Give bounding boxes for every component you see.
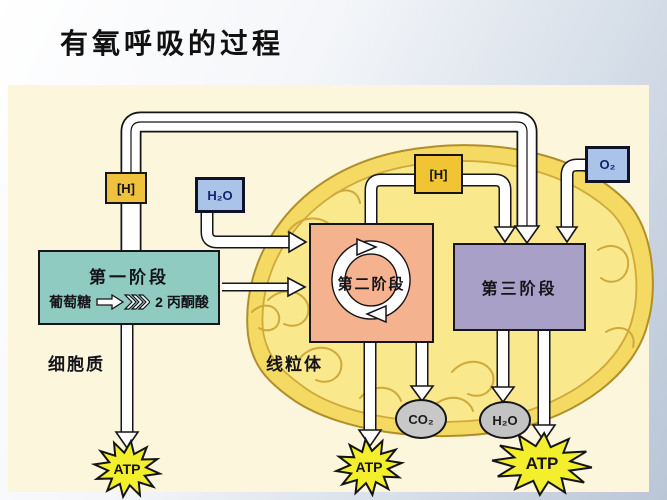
atp-left-label: ATP xyxy=(113,461,141,477)
h-box-right: [H] xyxy=(414,154,463,194)
arrowhead-into-stage3-left xyxy=(493,226,517,244)
pipe-stage2-to-co2 xyxy=(409,343,435,403)
atp-middle-starburst xyxy=(333,435,405,499)
atp-right-label: ATP xyxy=(525,454,559,473)
co2-ellipse: CO₂ xyxy=(395,399,447,439)
stage2-label: 第二阶段 xyxy=(337,275,406,293)
h2o-output-ellipse: H₂O xyxy=(479,401,531,439)
cycle-arrows-icon xyxy=(331,237,411,324)
arrowhead-into-stage2-upper xyxy=(288,230,308,254)
reaction-arrow-icon xyxy=(96,294,151,310)
stage1-box: 第一阶段 葡萄糖 2 丙酮酸 xyxy=(38,250,220,325)
arrow-stage1-to-stage2 xyxy=(222,276,307,298)
arrowhead-into-atp-left xyxy=(114,431,140,450)
pipe-h2o-to-stage2 xyxy=(200,212,308,254)
atp-right-starburst xyxy=(490,430,594,499)
page-title: 有氧呼吸的过程 xyxy=(60,29,285,60)
pipe-h-stage1-to-stage3 xyxy=(120,111,541,250)
stage1-reactant: 葡萄糖 xyxy=(49,294,92,310)
arrowhead-into-atp-middle xyxy=(357,429,383,448)
arrowhead-into-stage3-right xyxy=(555,226,579,244)
stage1-reaction: 葡萄糖 2 丙酮酸 xyxy=(49,292,209,312)
atp-middle-label: ATP xyxy=(355,459,383,475)
h-box-left: [H] xyxy=(105,172,147,204)
pipe-stage2-to-atp-middle xyxy=(357,343,383,448)
arrowhead-into-stage2-lower xyxy=(287,276,307,298)
o2-box: O₂ xyxy=(585,146,630,183)
pipe-o2-to-stage3 xyxy=(555,158,586,244)
stage1-label: 第一阶段 xyxy=(89,268,169,287)
pipe-divider-line xyxy=(130,121,528,226)
atp-left-starburst xyxy=(90,437,163,500)
stage2-box: 第二阶段 xyxy=(309,223,434,343)
mitochondria-label: 线粒体 xyxy=(266,355,323,374)
pipe-stage1-to-atp-left xyxy=(114,325,140,450)
arrowhead-into-h2o-out xyxy=(490,386,516,404)
atp-starbursts xyxy=(90,430,594,500)
stage3-box: 第三阶段 xyxy=(453,243,586,331)
arrowhead-into-co2 xyxy=(409,385,435,403)
h2o-input-box: H₂O xyxy=(195,177,245,213)
stage1-product: 2 丙酮酸 xyxy=(155,294,209,310)
cytoplasm-label: 细胞质 xyxy=(48,355,105,374)
pipe-stage3-to-h2o xyxy=(490,331,516,404)
arrowhead-into-stage3-middle xyxy=(513,225,541,245)
